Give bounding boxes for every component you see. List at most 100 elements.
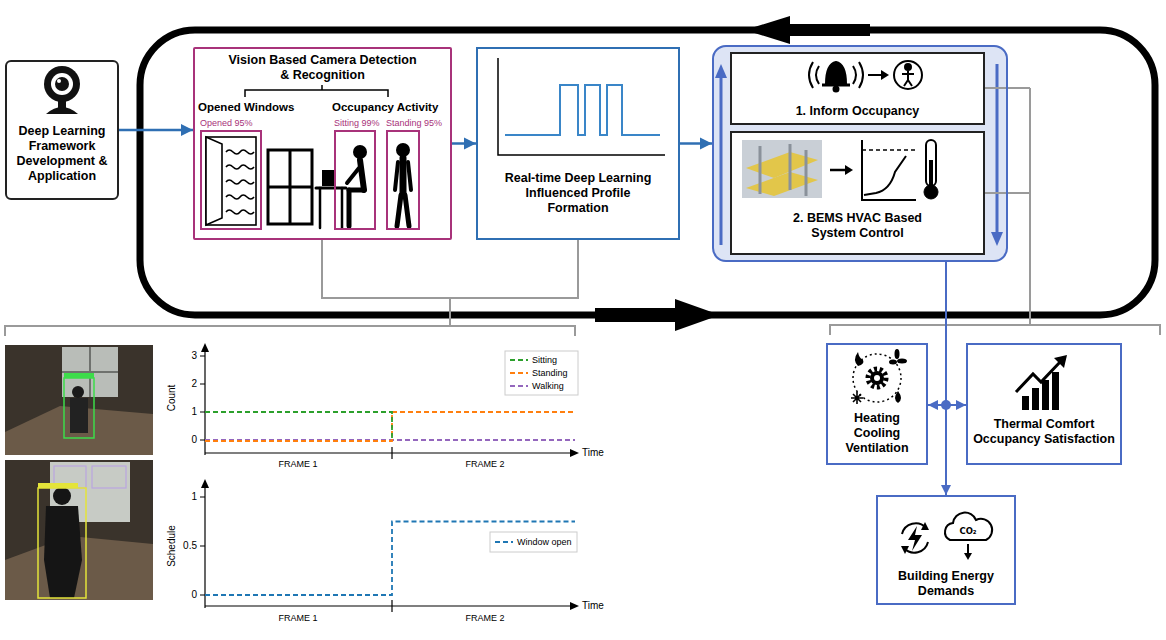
detection-label: Opened 95% [200,118,253,129]
text-slot: CO₂ [908,526,1028,536]
count-chart [505,351,578,395]
open-window-icon [226,180,254,184]
outcome-box: Thermal Comfort Occupancy Satisfaction [966,343,1122,465]
count-chart [205,412,575,441]
text-slot: Building Energy Demands [881,569,1011,599]
flow-arrow [945,262,947,495]
axis-title: Schedule [166,496,178,596]
energy-co2-icon [964,553,972,560]
action-box: 1. Inform Occupancy [730,52,985,125]
count-chart [391,447,392,459]
outcome-box: Building Energy Demands [876,495,1016,605]
box-title: Thermal Comfort Occupancy Satisfaction [969,417,1119,447]
alarm-icon [894,61,922,89]
loop-arrow [996,64,999,234]
text-slot: Count [166,348,178,448]
junction-dot [941,400,951,410]
alarm-icon [905,64,911,70]
hvac-icon [889,360,897,365]
output-bracket [5,240,578,336]
text-slot: 2 [137,378,197,390]
camera-photo [62,347,118,397]
text-slot: Opened 95% [200,118,253,129]
schedule-chart [201,479,209,488]
flow-arrow [680,142,712,145]
growth-chart-icon [1022,396,1029,410]
hvac-icon [897,359,907,364]
legend-text: Walking [532,381,564,392]
growth-chart-icon [1042,380,1049,410]
profile-chart [498,58,665,155]
profile-chart [498,58,665,155]
schedule-chart [570,602,579,610]
text-slot: Window open [517,537,572,548]
detection-box: Standing 95% [386,130,420,230]
connector-layer [495,360,528,542]
text-slot: 1. Inform Occupancy [732,104,983,119]
legend-sample [510,372,528,374]
energy-co2-icon [921,522,929,530]
camera-photo [5,345,153,600]
alarm-icon [868,74,882,76]
panel-fill [730,52,985,125]
alarm-icon [809,62,819,88]
loop-arrow [991,232,1003,246]
growth-chart-icon [1016,355,1067,410]
hvac-icon [868,369,886,387]
tick-label: 0.5 [137,540,197,552]
open-window-icon [226,210,254,214]
alarm-icon [809,61,922,92]
box-title: Building Energy Demands [881,569,1011,599]
camera-photo [38,483,78,488]
camera-photo [72,386,84,398]
tick-label: 1 [137,406,197,418]
panel-title: Vision Based Camera Detection & Recognit… [225,53,420,83]
flow-arrow [119,129,193,132]
legend-text: Sitting [532,355,557,366]
open-window-icon [226,150,254,154]
flow-arrow [946,262,966,405]
webcam-icon [44,66,80,114]
cycle-loop [140,16,1155,331]
energy-co2-icon [901,513,992,560]
text-slot: Sitting [532,355,557,366]
tick-label: 0 [137,589,197,601]
loop-arrow [715,64,727,78]
sub-heading: Opened Windows [198,101,294,115]
box-title: 2. BEMS HVAC Based System Control [782,211,933,241]
text-slot: Time [582,600,662,612]
tick-label: 0 [137,434,197,446]
camera-photo [5,460,153,600]
outcome-box: Heating Cooling Ventilation [826,343,928,465]
webcam-icon [55,77,69,91]
camera-photo [62,347,118,397]
count-chart [205,412,392,440]
axis-title: Time [582,600,662,612]
control-panel: 1. Inform Occupancy 2. BEMS HVAC Based Sy… [712,45,1008,262]
standing-person-icon [395,162,411,190]
office-picture [830,169,846,172]
legend-text: Standing [532,368,568,379]
closed-window-icon [268,150,312,224]
sub-heading: Occupancy Activity [332,101,438,115]
temperature-chart-icon [862,149,916,151]
hvac-icon [874,375,880,381]
standing-person-icon [395,143,411,226]
text-slot: 0 [137,589,197,601]
text-slot: Time [582,447,662,459]
text-slot: Opened Windows [198,101,294,115]
sitting-person-icon [347,168,359,183]
tree-bracket [245,85,388,97]
connector-layer [119,130,966,495]
camera-photo [5,345,153,455]
growth-chart-icon [1032,388,1039,410]
text-slot: 0 [137,434,197,446]
tree-bracket [245,85,388,97]
frame-label: FRAME 2 [425,459,545,470]
closed-window-icon [268,150,312,224]
temperature-chart-icon [862,140,938,200]
cycle-loop [140,30,1155,315]
webcam-icon [46,107,78,114]
text-slot: Standing [532,368,568,379]
schedule-chart [200,479,579,612]
